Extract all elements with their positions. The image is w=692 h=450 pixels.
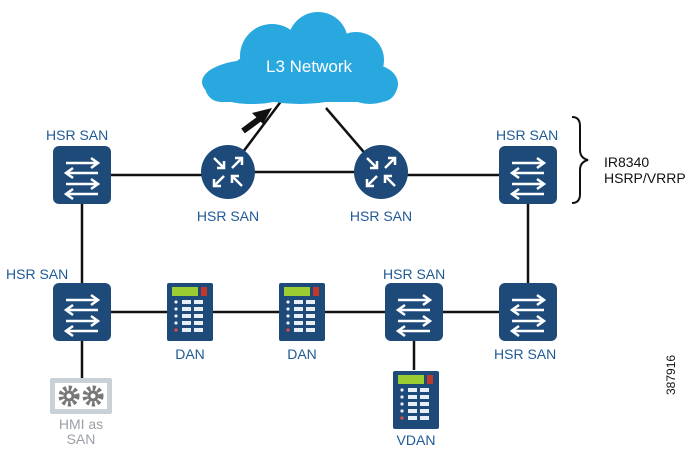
- annotation-line1: IR8340: [604, 154, 650, 170]
- figure-id: 387916: [664, 354, 678, 395]
- annotation-line2: HSRP/VRRP: [604, 170, 686, 186]
- label-hmi-line2: SAN: [66, 431, 96, 447]
- label-dan-1: DAN: [175, 346, 205, 362]
- arrow-icon: [241, 108, 272, 134]
- brace-icon: [571, 116, 589, 204]
- label-mid-center-switch: HSR SAN: [383, 266, 446, 282]
- switch-mid-left-icon: [53, 283, 111, 341]
- label-router-right: HSR SAN: [349, 208, 413, 224]
- label-top-left-switch: HSR SAN: [46, 127, 109, 143]
- label-top-right-switch: HSR SAN: [496, 127, 559, 143]
- router-group: [201, 145, 408, 199]
- label-vdan: VDAN: [396, 432, 436, 448]
- label-dan-2: DAN: [287, 346, 317, 362]
- cloud-label: L3 Network: [266, 57, 352, 76]
- label-hmi-line1: HMI as: [58, 416, 104, 432]
- cloud-icon: [202, 12, 398, 104]
- router-right-icon: [354, 145, 408, 199]
- gear-icon: [82, 385, 104, 407]
- hmi-icon: [50, 378, 112, 414]
- switch-top-left-icon: [53, 146, 111, 204]
- label-bottom-right-switch: HSR SAN: [494, 346, 557, 362]
- label-router-left: HSR SAN: [196, 208, 260, 224]
- label-hmi: HMI as SAN: [59, 417, 103, 447]
- router-left-icon: [201, 145, 255, 199]
- switch-group: [53, 146, 557, 341]
- switch-bottom-right-icon: [499, 283, 557, 341]
- ied-dan-1-icon: [167, 283, 213, 341]
- ied-dan-2-icon: [279, 283, 325, 341]
- gear-icon: [58, 385, 80, 407]
- ied-vdan-icon: [393, 371, 439, 429]
- switch-top-right-icon: [499, 146, 557, 204]
- ied-group: [167, 283, 439, 429]
- label-mid-left-switch: HSR SAN: [6, 266, 69, 282]
- ir8340-annotation: IR8340 HSRP/VRRP: [604, 154, 686, 186]
- switch-mid-center-icon: [385, 283, 443, 341]
